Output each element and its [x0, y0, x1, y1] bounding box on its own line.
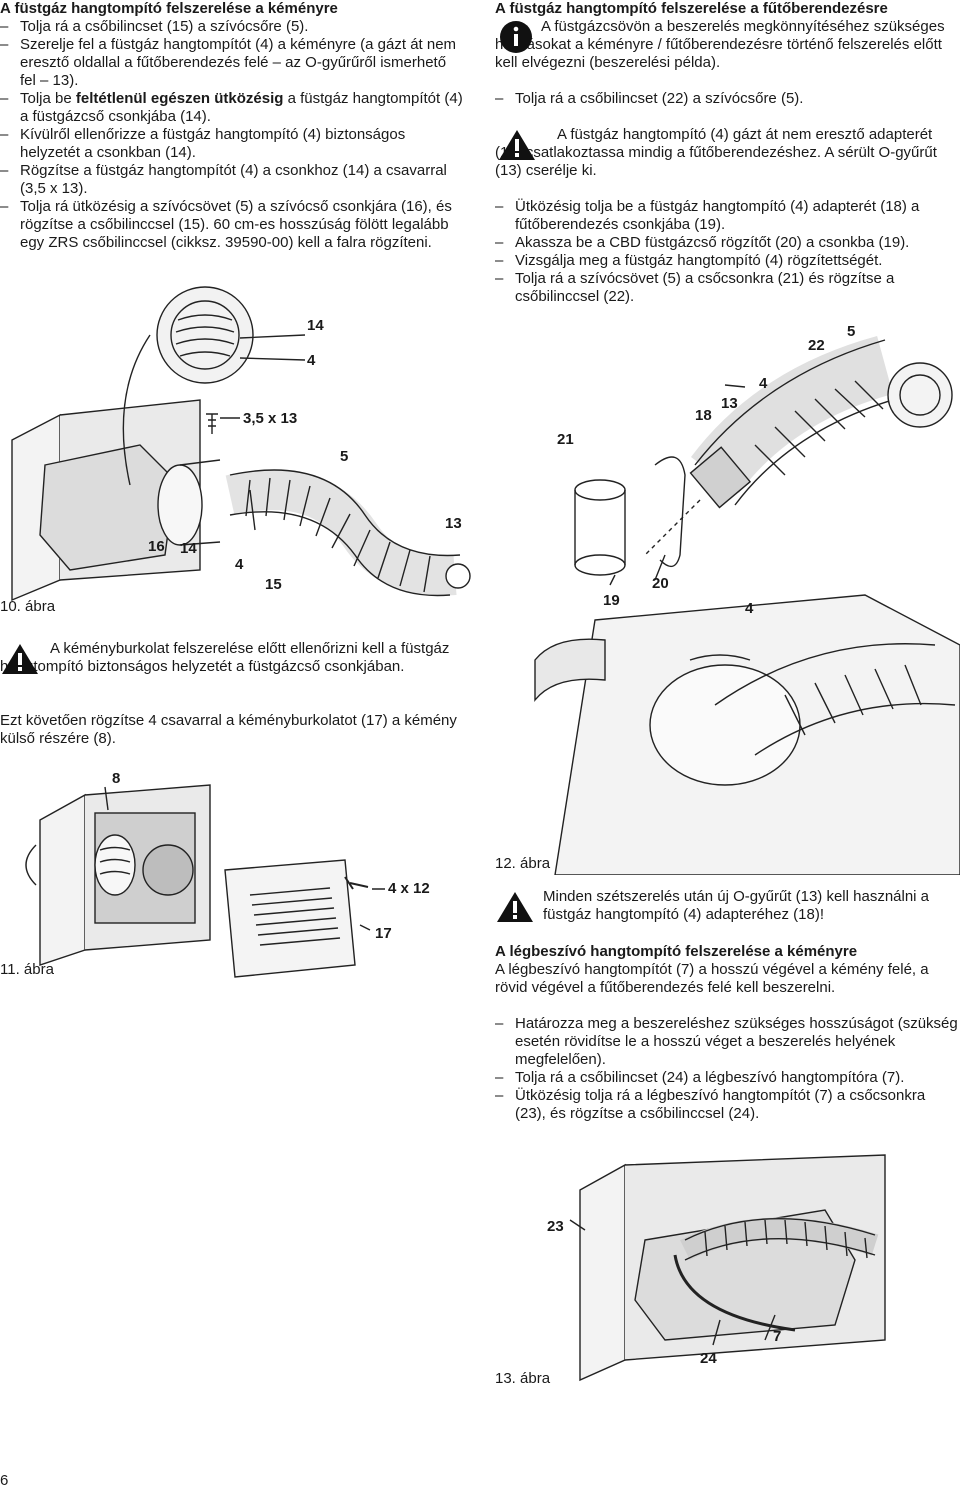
figure-11: 8 4 x 12 17 11. ábra — [0, 765, 480, 985]
list-item: Tolja rá a csőbilincset (22) a szívócsőr… — [495, 90, 960, 108]
page-number: 6 — [0, 1472, 9, 1489]
warning-block: Minden szétszerelés után új O-gyűrűt (13… — [495, 888, 960, 924]
label: 8 — [112, 770, 121, 787]
info-block: A füstgázcsövön a beszerelés megkönnyíté… — [495, 18, 960, 72]
label: 19 — [603, 592, 620, 609]
figure-caption: 10. ábra — [0, 598, 56, 615]
warning-text: A füstgáz hangtompító (4) gázt át nem er… — [495, 126, 937, 179]
right-steps-a: Tolja rá a csőbilincset (22) a szívócsőr… — [495, 90, 960, 108]
label: 4 — [307, 352, 316, 369]
right-column: A füstgáz hangtompító felszerelése a fűt… — [495, 0, 960, 306]
label: 13 — [721, 395, 738, 412]
paragraph: Ezt követően rögzítse 4 csavarral a kémé… — [0, 712, 457, 747]
list-item: Kívülről ellenőrizze a füstgáz hangtompí… — [0, 126, 465, 162]
label: 15 — [265, 576, 282, 593]
label: 4 x 12 — [388, 880, 430, 897]
left-column: A füstgáz hangtompító felszerelése a kém… — [0, 0, 465, 252]
list-item: Határozza meg a beszereléshez szükséges … — [495, 1015, 960, 1069]
info-icon — [500, 21, 532, 53]
list-item: Tolja rá ütközésig a szívócsövet (5) a s… — [0, 198, 465, 252]
list-item: Tolja rá a csőbilincset (24) a légbeszív… — [495, 1069, 960, 1087]
paragraph: A légbeszívó hangtompítót (7) a hosszú v… — [495, 961, 929, 996]
label: 22 — [808, 337, 825, 354]
info-text: A füstgázcsövön a beszerelés megkönnyíté… — [495, 18, 945, 71]
label: 3,5 x 13 — [243, 410, 298, 427]
label: 5 — [847, 323, 856, 340]
list-item: Akassza be a CBD füstgázcső rögzítőt (20… — [495, 234, 960, 252]
label: 13 — [445, 515, 462, 532]
label: 7 — [773, 1328, 782, 1345]
right-column-2: A légbeszívó hangtompító felszerelése a … — [495, 943, 960, 1123]
figure-13-drawing — [569, 1154, 886, 1382]
label: 18 — [695, 407, 712, 424]
label: 20 — [652, 575, 669, 592]
label: 23 — [547, 1218, 564, 1235]
list-item: Ütközésig tolja rá a légbeszívó hangtomp… — [495, 1087, 960, 1123]
label: 4 — [759, 375, 768, 392]
figure-11-drawing — [25, 784, 385, 978]
figure-caption: 11. ábra — [0, 961, 54, 978]
warning-icon — [497, 892, 533, 922]
label: 17 — [375, 925, 392, 942]
list-item: Ütközésig tolja be a füstgáz hangtompító… — [495, 198, 960, 234]
figure-12: 5 22 4 13 18 21 20 19 4 12. ábra — [495, 315, 960, 876]
heading-chimney-flue: A füstgáz hangtompító felszerelése a kém… — [0, 0, 338, 17]
list-item: Tolja rá a szívócsövet (5) a csőcsonkra … — [495, 270, 960, 306]
label: 14 — [180, 540, 197, 557]
label: 4 — [745, 600, 754, 617]
figure-12-drawing — [534, 336, 960, 876]
label: 5 — [340, 448, 349, 465]
list-item: Tolja be feltétlenül egészen ütközésig a… — [0, 90, 465, 126]
emphasis: feltétlenül egészen ütközésig — [75, 90, 284, 107]
label: 14 — [307, 317, 324, 334]
figure-caption: 12. ábra — [495, 855, 551, 872]
right-steps-c: Határozza meg a beszereléshez szükséges … — [495, 1015, 960, 1123]
heading-air-intake: A légbeszívó hangtompító felszerelése a … — [495, 943, 858, 960]
warning-text: Minden szétszerelés után új O-gyűrűt (13… — [543, 888, 930, 923]
right-steps-b: Ütközésig tolja be a füstgáz hangtompító… — [495, 198, 960, 306]
figure-10: 14 4 3,5 x 13 5 13 16 14 4 15 10. ábra — [0, 280, 480, 630]
list-item: Szerelje fel a füstgáz hangtompítót (4) … — [0, 36, 465, 90]
list-item: Vizsgálja meg a füstgáz hangtompító (4) … — [495, 252, 960, 270]
warning-block: A füstgáz hangtompító (4) gázt át nem er… — [495, 126, 960, 180]
figure-10-drawing — [11, 286, 471, 602]
warning-icon — [499, 130, 535, 160]
figure-caption: 13. ábra — [495, 1370, 551, 1387]
warning-icon — [2, 644, 38, 674]
left-steps: Tolja rá a csőbilincset (15) a szívócsőr… — [0, 18, 465, 252]
label: 4 — [235, 556, 244, 573]
label: 21 — [557, 431, 574, 448]
list-item: Tolja rá a csőbilincset (15) a szívócsőr… — [0, 18, 465, 36]
warning-text: A kéményburkolat felszerelése előtt elle… — [0, 640, 450, 675]
label: 24 — [700, 1350, 717, 1367]
figure-13: 23 24 7 13. ábra — [495, 1140, 960, 1390]
warning-block: A kéményburkolat felszerelése előtt elle… — [0, 640, 465, 676]
label: 16 — [148, 538, 165, 555]
list-item: Rögzítse a füstgáz hangtompítót (4) a cs… — [0, 162, 465, 198]
heading-device-flue: A füstgáz hangtompító felszerelése a fűt… — [495, 0, 888, 17]
